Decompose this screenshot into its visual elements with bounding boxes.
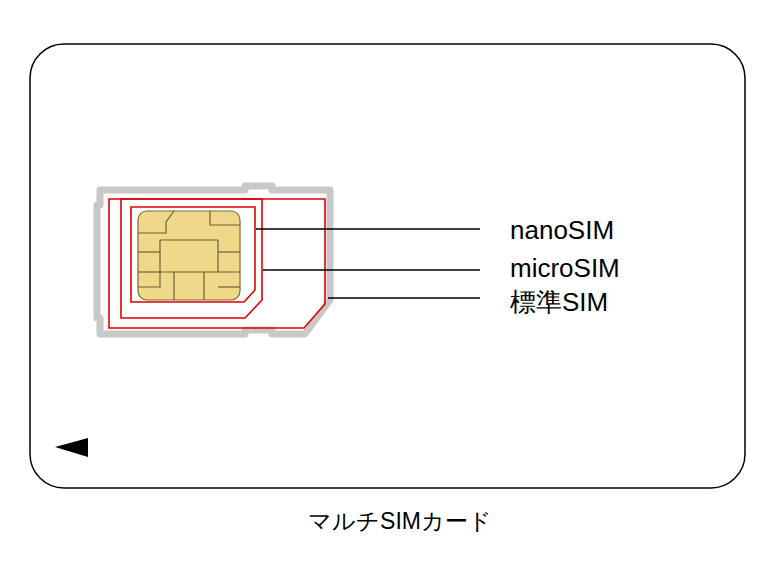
size-label: nanoSIM	[510, 217, 614, 243]
chip-contacts	[138, 211, 240, 300]
size-label: microSIM	[510, 255, 620, 281]
leader-line	[328, 297, 480, 299]
nano-outline	[131, 207, 255, 302]
size-label: 標準SIM	[510, 289, 608, 315]
leader-line	[263, 269, 480, 271]
size-outlines	[109, 199, 325, 328]
leader-line	[256, 228, 480, 230]
card-outline	[30, 44, 745, 488]
leader-lines	[256, 229, 480, 298]
chip	[138, 211, 240, 300]
sim-punch-outline	[97, 186, 330, 334]
micro-outline	[121, 199, 262, 318]
caption: マルチSIMカード	[308, 510, 492, 533]
standard-outline	[109, 199, 325, 328]
orientation-arrow	[55, 438, 88, 457]
